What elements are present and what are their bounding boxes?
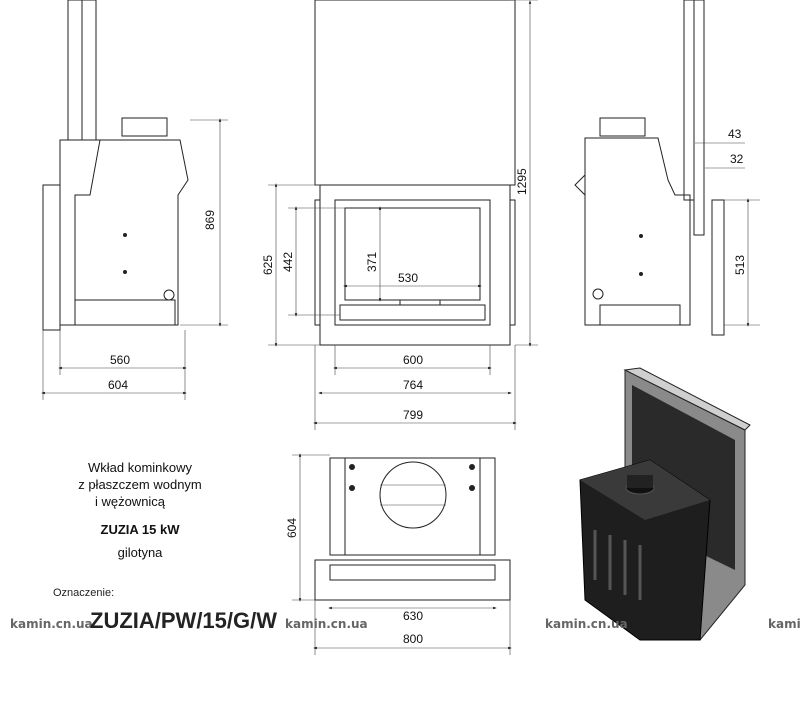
description-line-2: z płaszczem wodnym (78, 477, 202, 492)
model-variant: gilotyna (117, 545, 163, 560)
designation-code: ZUZIA/PW/15/G/W (90, 608, 277, 633)
dim-43: 43 (728, 127, 742, 141)
dim-560: 560 (110, 353, 130, 367)
dim-513: 513 (733, 255, 747, 275)
dim-442: 442 (281, 252, 295, 272)
front-view: 1295 625 442 371 530 600 764 799 (261, 0, 538, 430)
product-render (579, 367, 751, 641)
dim-32: 32 (730, 152, 744, 166)
dim-604-side: 604 (108, 378, 128, 392)
dim-530: 530 (398, 271, 418, 285)
dim-600: 600 (403, 353, 423, 367)
watermark: kamin.cn.ua (545, 617, 628, 631)
watermark: kamin.cn.ua (285, 617, 368, 631)
dim-625: 625 (261, 255, 275, 275)
dim-800: 800 (403, 632, 423, 646)
dim-869: 869 (203, 210, 217, 230)
dim-371: 371 (365, 252, 379, 272)
watermark: kamin.cn.ua (10, 617, 93, 631)
dim-630: 630 (403, 609, 423, 623)
dim-604-top: 604 (285, 518, 299, 538)
dim-799: 799 (403, 408, 423, 422)
right-side-view: 43 32 513 (574, 0, 760, 336)
description-line-1: Wkład kominkowy (87, 460, 193, 475)
model-name: ZUZIA 15 kW (100, 522, 180, 537)
watermarks: kamin.cn.ua kamin.cn.ua kamin.cn.ua kami… (10, 617, 800, 631)
watermark: kamin.cn.ua (768, 617, 800, 631)
top-view: 604 630 800 (285, 453, 512, 655)
designation-label: Oznaczenie: (53, 587, 115, 599)
dim-1295: 1295 (515, 168, 529, 195)
description-line-3: i wężownicą (94, 494, 166, 509)
left-side-view: 869 560 604 (41, 0, 228, 400)
dim-764: 764 (403, 378, 423, 392)
